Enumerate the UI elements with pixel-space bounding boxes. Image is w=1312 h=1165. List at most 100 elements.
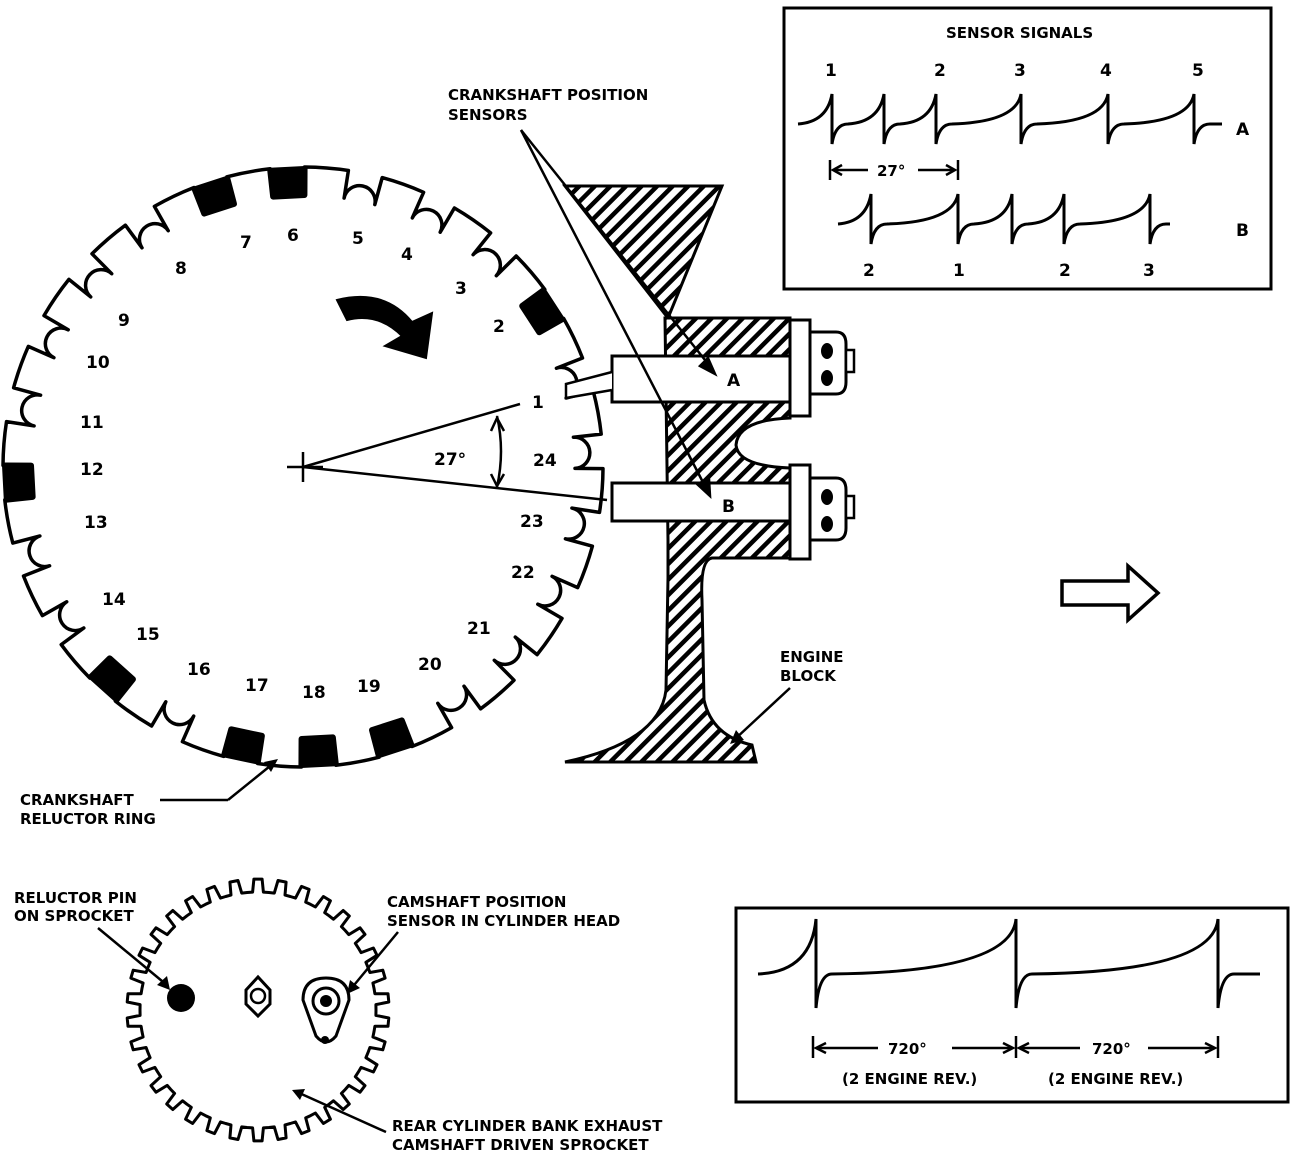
reluctor-pin-label-line2: ON SPROCKET xyxy=(14,907,135,925)
sensor-b-connector xyxy=(808,476,848,542)
cam-sensor-label-line2: SENSOR IN CYLINDER HEAD xyxy=(387,912,620,930)
tooth-number-label: 7 xyxy=(240,233,252,253)
signal-a-pulse-number: 5 xyxy=(1192,61,1204,81)
sensor-a-label: A xyxy=(727,371,741,391)
tooth-number-label: 2 xyxy=(493,317,505,337)
tooth-number-label: 11 xyxy=(80,413,104,433)
reluctor-filled-slot xyxy=(369,717,415,759)
camshaft-driven-sprocket xyxy=(125,877,391,1143)
signal-a-pulse-number: 3 xyxy=(1014,61,1026,81)
signal-27-arrow-left xyxy=(830,163,843,177)
signal-27-label: 27° xyxy=(877,162,905,180)
tooth-number-label: 13 xyxy=(84,513,108,533)
reluctor-ring-filled-slots xyxy=(2,166,565,768)
signal-27-arrow-right xyxy=(945,163,958,177)
tooth-number-label: 23 xyxy=(520,512,544,532)
sensor-b-flange xyxy=(788,463,812,561)
signal-b-pulse-number: 3 xyxy=(1143,261,1155,281)
tooth-number-label: 9 xyxy=(118,311,130,331)
rear-bank-label-line1: REAR CYLINDER BANK EXHAUST xyxy=(392,1117,663,1135)
engine-block-leader xyxy=(733,687,791,741)
reluctor-filled-slot xyxy=(267,166,308,200)
callout-arrowhead-a xyxy=(697,355,718,377)
sensor-a-pin-1 xyxy=(821,343,833,359)
angle-construction xyxy=(287,402,608,502)
signal-b-pulse-number: 1 xyxy=(953,261,965,281)
callout-arrowhead-b xyxy=(694,477,712,500)
sensor-b-pin-1 xyxy=(821,489,833,505)
camshaft-signal-trace xyxy=(757,918,1260,1009)
ring-label-arrowhead xyxy=(264,759,278,772)
cam-dim-1-arrow-left xyxy=(813,1041,827,1055)
cam-720-dimension-1 xyxy=(811,1036,1018,1058)
angle-ray-lower xyxy=(302,465,608,502)
engine-block-arrowhead xyxy=(730,730,744,744)
sensor-a-pin-2 xyxy=(821,370,833,386)
reluctor-pin-arrowhead xyxy=(157,976,170,990)
tooth-number-label: 3 xyxy=(455,279,467,299)
signal-trace-a-label: A xyxy=(1236,120,1250,140)
angle-arc-arrow-down xyxy=(489,473,506,489)
cam-sensor-mount xyxy=(321,1036,329,1044)
engine-block-label-line1: ENGINE xyxy=(780,648,844,666)
signal-trace-b xyxy=(837,193,1170,245)
callout-line-to-b xyxy=(519,129,710,493)
cam-720-dimension-2 xyxy=(1016,1036,1220,1058)
sensor-a-tip xyxy=(564,370,613,400)
tooth-number-label: 8 xyxy=(175,259,187,279)
angle-ray-upper xyxy=(302,402,521,469)
cam-rev-label-1: (2 ENGINE REV.) xyxy=(842,1070,977,1088)
sensor-signals-title: SENSOR SIGNALS xyxy=(946,24,1093,42)
cam-dim-1-arrow-right xyxy=(1002,1041,1016,1055)
cam-dim-2-arrow-right xyxy=(1204,1041,1218,1055)
cam-sensor-center xyxy=(320,995,332,1007)
tooth-number-label: 12 xyxy=(80,460,104,480)
sensor-b-pin-2 xyxy=(821,516,833,532)
cam-signal-frame xyxy=(734,906,1290,1104)
cam-dim-2-arrow-left xyxy=(1016,1041,1030,1055)
cam-720-label-1: 720° xyxy=(888,1040,927,1058)
angle-27-label: 27° xyxy=(434,450,466,470)
tooth-number-label: 6 xyxy=(287,226,299,246)
tooth-number-label: 21 xyxy=(467,619,491,639)
signal-a-pulse-number: 1 xyxy=(825,61,837,81)
reluctor-pin-icon xyxy=(167,984,195,1012)
signal-trace-b-label: B xyxy=(1236,221,1249,241)
ring-label-leader-diag xyxy=(227,761,276,801)
tooth-number-label: 1 xyxy=(532,393,544,413)
sensor-b-connector-tab xyxy=(844,494,856,520)
cam-sensor-leader xyxy=(349,931,399,991)
right-arrow-icon xyxy=(1060,562,1161,624)
rear-bank-arrowhead xyxy=(292,1089,305,1100)
signal-a-pulse-number: 4 xyxy=(1100,61,1112,81)
reluctor-filled-slot xyxy=(298,734,339,768)
reluctor-filled-slot xyxy=(2,462,36,503)
reluctor-filled-slot xyxy=(519,287,565,336)
rear-bank-leader xyxy=(296,1090,387,1134)
tooth-number-label: 5 xyxy=(352,229,364,249)
crank-sensors-label-line2: SENSORS xyxy=(448,106,528,124)
crankshaft-position-sensor-a: A xyxy=(564,318,856,418)
engine-block-upper-wedge xyxy=(561,184,725,321)
tooth-number-label: 4 xyxy=(401,245,413,265)
signal-trace-a xyxy=(797,93,1222,145)
tooth-number-label: 14 xyxy=(102,590,126,610)
sprocket-outline xyxy=(125,877,391,1143)
reluctor-filled-slot xyxy=(221,726,265,765)
reluctor-filled-slot xyxy=(88,655,136,703)
engine-block xyxy=(561,184,792,764)
reluctor-ring-label-line2: RELUCTOR RING xyxy=(20,810,156,828)
reluctor-pin-label-line1: RELUCTOR PIN xyxy=(14,889,137,907)
reluctor-ring-label-line1: CRANKSHAFT xyxy=(20,791,135,809)
tooth-number-label: 16 xyxy=(187,660,211,680)
sensor-signals-frame xyxy=(782,6,1273,291)
tooth-number-label: 20 xyxy=(418,655,442,675)
engine-block-label-line2: BLOCK xyxy=(780,667,837,685)
tooth-number-label: 17 xyxy=(245,676,269,696)
